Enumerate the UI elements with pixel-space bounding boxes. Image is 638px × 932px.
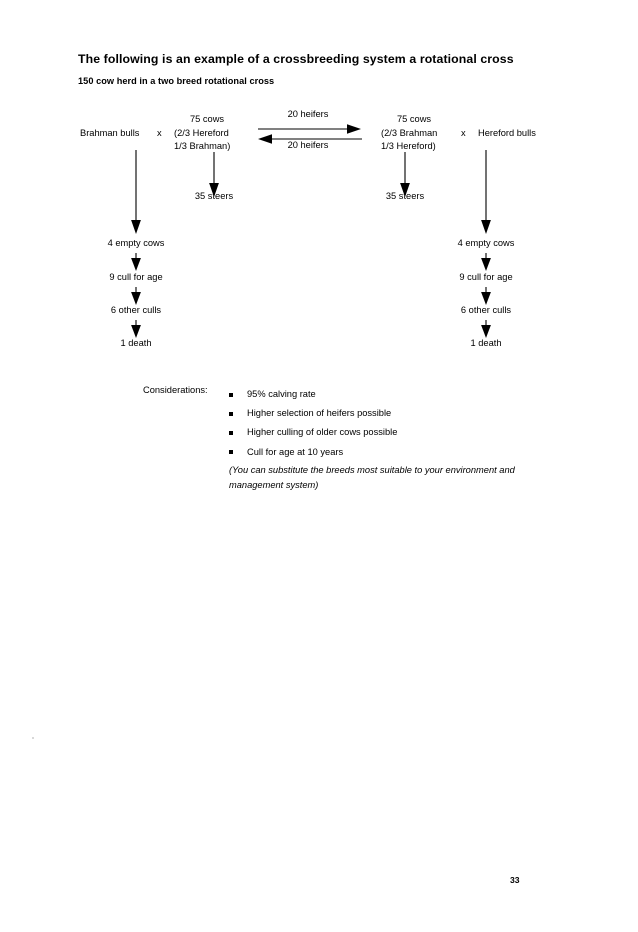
right-cull-step-3: 6 other culls bbox=[460, 305, 512, 315]
left-cull-arrow-1 bbox=[130, 253, 143, 272]
rightward-transfer-label: 20 heifers bbox=[287, 109, 329, 119]
considerations-label: Considerations: bbox=[143, 385, 208, 395]
left-cull-step-4: 1 death bbox=[120, 338, 152, 348]
right-dam-composition-line2: 1/3 Hereford) bbox=[381, 141, 436, 151]
left-dam-to-steers-arrow bbox=[208, 152, 221, 198]
scan-artifact bbox=[32, 737, 34, 739]
leftward-transfer-arrow bbox=[258, 134, 362, 144]
left-cull-step-3: 6 other culls bbox=[110, 305, 162, 315]
left-cull-arrow-2 bbox=[130, 287, 143, 306]
left-cross-symbol: x bbox=[157, 128, 162, 138]
list-item: Cull for age at 10 years bbox=[229, 443, 397, 462]
page-number: 33 bbox=[510, 875, 520, 885]
list-item: Higher selection of heifers possible bbox=[229, 404, 397, 423]
left-cull-step-2: 9 cull for age bbox=[109, 272, 163, 282]
list-item-label: Higher selection of heifers possible bbox=[247, 408, 392, 419]
rightward-transfer-arrow bbox=[258, 124, 362, 134]
list-item: 95% calving rate bbox=[229, 385, 397, 404]
square-bullet-icon bbox=[229, 431, 233, 435]
right-dam-to-steers-arrow bbox=[399, 152, 412, 198]
square-bullet-icon bbox=[229, 450, 233, 455]
leftward-transfer-label: 20 heifers bbox=[287, 140, 329, 150]
right-cull-arrow-2 bbox=[480, 287, 493, 306]
right-cull-step-2: 9 cull for age bbox=[459, 272, 513, 282]
list-item-label: 95% calving rate bbox=[247, 389, 316, 399]
square-bullet-icon bbox=[229, 411, 233, 416]
page-title: The following is an example of a crossbr… bbox=[78, 52, 514, 66]
list-item: Higher culling of older cows possible bbox=[229, 423, 397, 442]
right-offspring-label: 35 steers bbox=[385, 191, 425, 201]
left-dam-composition-line1: (2/3 Hereford bbox=[174, 128, 229, 138]
right-cull-arrow-1 bbox=[480, 253, 493, 272]
right-sire-to-cull-arrow bbox=[480, 150, 493, 235]
left-cull-step-1: 4 empty cows bbox=[107, 238, 165, 248]
left-dam-count: 75 cows bbox=[189, 114, 225, 124]
right-cull-step-1: 4 empty cows bbox=[457, 238, 515, 248]
list-item-label: Higher culling of older cows possible bbox=[247, 427, 398, 438]
page-subtitle: 150 cow herd in a two breed rotational c… bbox=[78, 76, 275, 86]
right-cull-arrow-3 bbox=[480, 320, 493, 339]
left-cull-arrow-3 bbox=[130, 320, 143, 339]
left-sire-to-cull-arrow bbox=[130, 150, 143, 235]
left-dam-composition-line2: 1/3 Brahman) bbox=[174, 141, 231, 151]
list-item-label: Cull for age at 10 years bbox=[247, 446, 344, 457]
right-dam-count: 75 cows bbox=[396, 114, 432, 124]
right-cull-step-4: 1 death bbox=[470, 338, 502, 348]
right-dam-composition-line1: (2/3 Brahman bbox=[381, 128, 438, 138]
considerations-list: 95% calving rate Higher selection of hei… bbox=[229, 385, 397, 462]
right-sire-label: Hereford bulls bbox=[478, 128, 536, 138]
considerations-note: (You can substitute the breeds most suit… bbox=[229, 465, 515, 490]
left-sire-label: Brahman bulls bbox=[80, 128, 140, 138]
left-offspring-label: 35 steers bbox=[194, 191, 234, 201]
right-cross-symbol: x bbox=[461, 128, 466, 138]
square-bullet-icon bbox=[229, 392, 233, 397]
